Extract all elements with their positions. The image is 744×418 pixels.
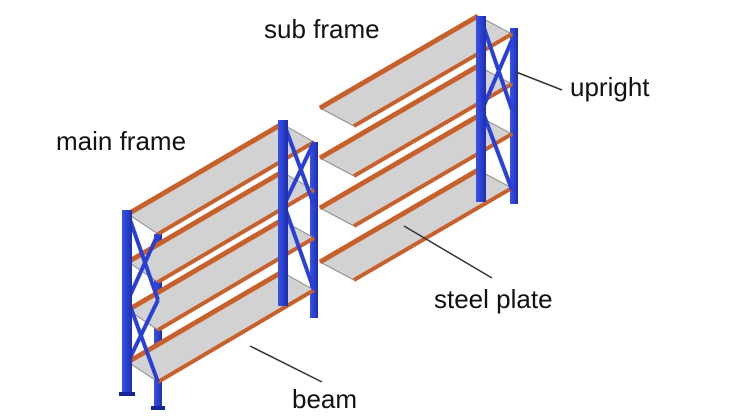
beam-front bbox=[126, 269, 284, 365]
leader-lines bbox=[249, 71, 563, 383]
label-steel-plate: steel plate bbox=[434, 284, 553, 314]
sub-shelf-level-1 bbox=[318, 13, 514, 128]
upright-base-plate bbox=[151, 406, 165, 410]
main-frame-unit bbox=[119, 120, 318, 410]
upright-back bbox=[510, 28, 518, 204]
label-upright: upright bbox=[570, 72, 650, 102]
beam-front bbox=[318, 113, 480, 211]
brace bbox=[282, 141, 316, 206]
brace bbox=[480, 109, 514, 191]
label-main-frame: main frame bbox=[56, 126, 187, 156]
sub-frame-unit bbox=[318, 13, 518, 282]
brace bbox=[480, 39, 514, 111]
upright-front bbox=[476, 16, 486, 202]
leader-steel-plate bbox=[403, 225, 493, 279]
beam-front bbox=[126, 121, 284, 217]
upright-front-right bbox=[278, 120, 288, 306]
beam-front bbox=[318, 63, 480, 161]
sub-shelf-level-4 bbox=[318, 167, 514, 282]
brace bbox=[282, 123, 316, 206]
upright-base-plate bbox=[119, 392, 135, 396]
main-right-side-frame bbox=[278, 120, 316, 306]
brace bbox=[126, 213, 160, 301]
upright-front-left bbox=[122, 210, 132, 396]
brace bbox=[126, 233, 160, 301]
sub-right-side-frame bbox=[476, 16, 514, 202]
beam-front bbox=[126, 217, 284, 313]
leader-beam bbox=[249, 345, 323, 383]
label-beam: beam bbox=[292, 384, 358, 414]
sub-shelf-level-2 bbox=[318, 63, 514, 178]
brace bbox=[480, 21, 514, 111]
beam-front bbox=[318, 167, 480, 265]
main-left-side-frame bbox=[119, 210, 165, 410]
label-sub-frame: sub frame bbox=[264, 14, 380, 44]
brace bbox=[126, 299, 160, 383]
brace bbox=[126, 299, 160, 363]
beam-back bbox=[352, 186, 514, 282]
beam-front bbox=[318, 13, 480, 111]
upright-back-right bbox=[310, 142, 318, 318]
leader-upright bbox=[515, 71, 563, 91]
brace bbox=[282, 204, 316, 291]
